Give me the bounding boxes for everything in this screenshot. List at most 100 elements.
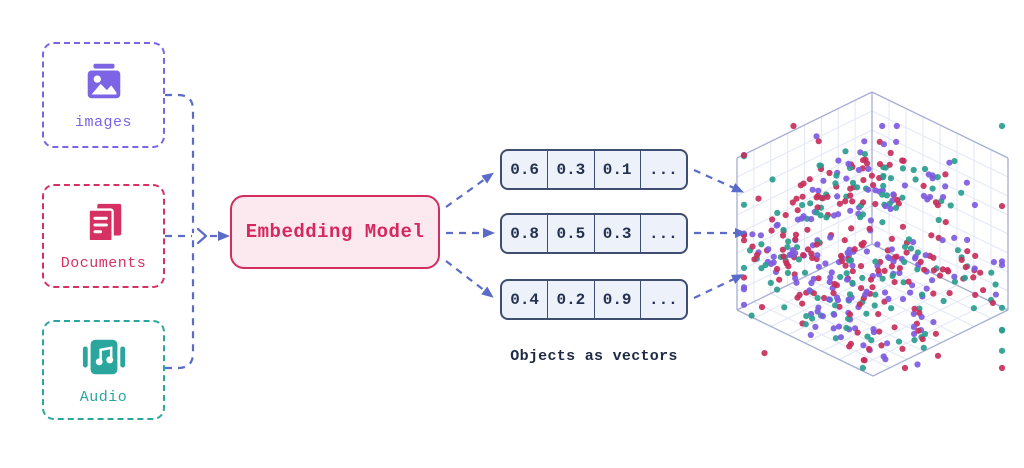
- scatter-point: [889, 197, 896, 204]
- connector-images-to-merge: [165, 93, 195, 233]
- scatter-point: [792, 237, 799, 244]
- scatter-point: [769, 216, 776, 223]
- scatter-point: [815, 304, 822, 311]
- scatter-point: [951, 273, 958, 280]
- scatter-point: [929, 175, 936, 182]
- scatter-point: [855, 166, 863, 174]
- scatter-point: [860, 177, 867, 184]
- scatter-point: [777, 254, 785, 261]
- scatter-point: [842, 262, 849, 269]
- scatter-point: [768, 227, 775, 234]
- scatter-point: [823, 191, 830, 198]
- scatter-point: [835, 211, 842, 218]
- scatter-point: [847, 161, 855, 168]
- audio-icon: [82, 339, 125, 375]
- scatter-point: [888, 305, 895, 312]
- scatter-point: [879, 122, 886, 130]
- scatter-point: [929, 172, 936, 179]
- scatter-point: [938, 198, 945, 205]
- scatter-point: [876, 138, 883, 145]
- scatter-point: [890, 191, 897, 198]
- scatter-point: [915, 327, 922, 334]
- scatter-point: [847, 316, 854, 323]
- scatter-point: [919, 336, 926, 343]
- vector-row-1: 0.6 0.3 0.1 ...: [500, 149, 688, 190]
- scatter-point: [903, 249, 910, 256]
- scatter-point: [811, 208, 818, 215]
- scatter-point: [876, 188, 883, 195]
- scatter-point: [998, 327, 1006, 334]
- scatter-point: [807, 331, 814, 339]
- scatter-point: [830, 212, 838, 219]
- scatter-point: [885, 295, 892, 302]
- scatter-point: [992, 281, 999, 288]
- scatter-point: [932, 199, 940, 206]
- scatter-point: [878, 342, 885, 349]
- scatter-point: [740, 230, 748, 237]
- scatter-point: [800, 180, 807, 187]
- scatter-point: [863, 310, 870, 317]
- scatter-point: [797, 182, 804, 189]
- scatter-point: [905, 236, 913, 243]
- scatter-point: [758, 265, 765, 272]
- scatter-point: [794, 294, 801, 301]
- scatter-point: [910, 323, 918, 330]
- scatter-point: [846, 291, 854, 298]
- source-label-images: images: [74, 114, 132, 131]
- vector-cell: 0.8: [510, 224, 540, 243]
- scatter-point: [809, 315, 816, 322]
- scatter-point: [926, 252, 934, 259]
- scatter-point: [838, 254, 846, 261]
- scatter-point: [869, 272, 876, 280]
- scatter-point: [876, 161, 884, 168]
- scatter-point: [917, 258, 924, 265]
- scatter-point: [872, 200, 879, 208]
- scatter-point: [740, 231, 748, 238]
- documents-icon: [87, 203, 121, 243]
- scatter-point: [852, 325, 859, 332]
- scatter-point: [847, 185, 854, 192]
- scatter-point: [839, 257, 846, 265]
- scatter-point: [913, 320, 921, 327]
- scatter-point: [930, 319, 937, 326]
- scatter-point: [910, 239, 917, 246]
- scatter-point: [915, 261, 922, 268]
- scatter-point: [911, 337, 918, 344]
- scatter-point: [892, 204, 900, 211]
- scatter-point: [838, 252, 845, 259]
- scatter-point: [958, 189, 965, 196]
- scatter-point: [886, 200, 893, 207]
- scatter-point: [914, 249, 922, 256]
- scatter-point: [860, 357, 867, 364]
- vector-cell: ...: [639, 281, 686, 318]
- scatter-point: [970, 305, 978, 312]
- scatter-point: [882, 356, 889, 363]
- scatter-point: [791, 271, 798, 278]
- scatter-point: [789, 199, 796, 206]
- scatter-point: [855, 210, 862, 217]
- scatter-point: [789, 252, 796, 259]
- scatter-point: [880, 182, 887, 189]
- scatter-point: [886, 161, 893, 168]
- scatter-point: [785, 263, 792, 270]
- scatter-point: [749, 231, 756, 238]
- scatter-point: [849, 198, 856, 205]
- scatter-point: [861, 151, 869, 158]
- scatter-point: [998, 203, 1006, 210]
- scatter-point: [770, 253, 777, 260]
- scatter-point: [876, 328, 883, 335]
- image-icon: [87, 63, 120, 99]
- scatter-point: [834, 193, 841, 200]
- scatter-point: [939, 266, 946, 273]
- scatter-point: [859, 165, 866, 172]
- scatter-point: [846, 343, 853, 350]
- scatter-point: [843, 193, 850, 200]
- scatter-point: [774, 221, 781, 228]
- scatter-point: [998, 122, 1006, 130]
- scatter-point: [884, 340, 891, 347]
- scatter-point: [780, 228, 787, 235]
- scatter-point: [859, 242, 866, 249]
- scatter-point: [828, 232, 835, 239]
- scatter-point: [749, 243, 756, 250]
- scatter-point: [856, 301, 863, 308]
